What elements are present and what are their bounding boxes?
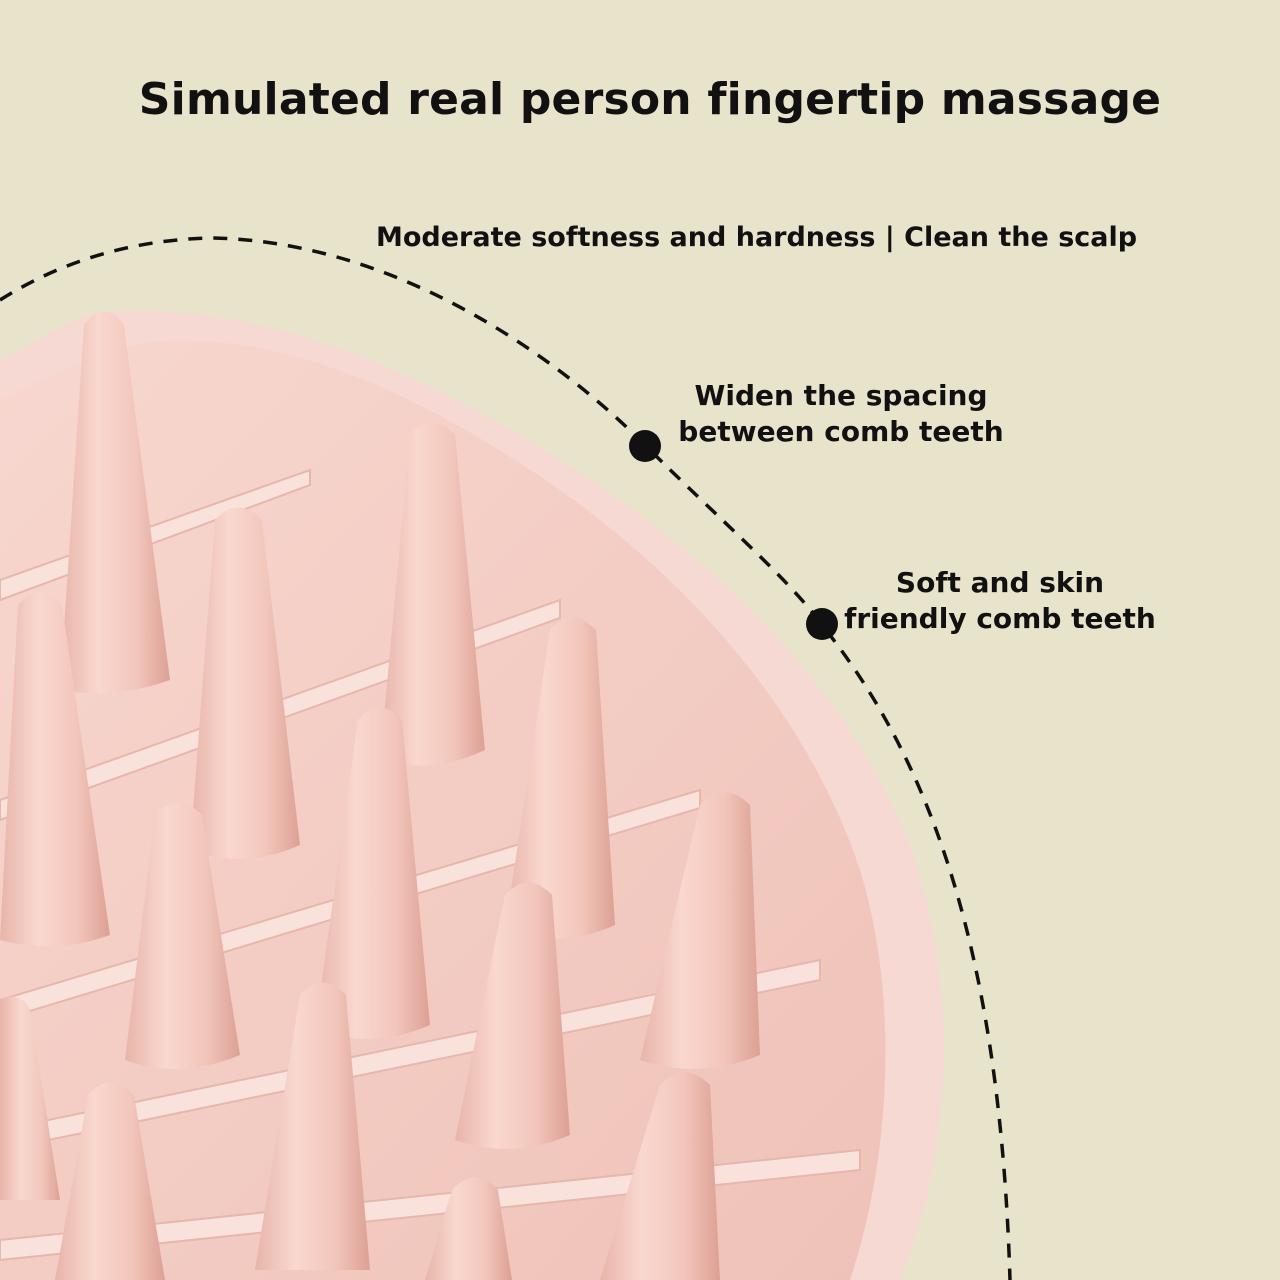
comb-tooth [425, 1177, 512, 1280]
comb-tooth [190, 507, 300, 859]
callout-dot-spacing [629, 430, 661, 462]
comb-tooth [640, 792, 760, 1069]
comb-tooth [0, 996, 60, 1200]
headline: Simulated real person fingertip massage [138, 74, 1162, 125]
comb-tooth [0, 592, 110, 947]
subheadline: Moderate softness and hardness | Clean t… [376, 222, 1138, 253]
callout-line: Soft and skin [895, 566, 1105, 599]
callout-soft-teeth: Soft and skin friendly comb teeth [830, 565, 1170, 637]
comb-tooth [55, 1082, 165, 1280]
comb-tooth [315, 707, 430, 1039]
comb-tooth [125, 802, 240, 1069]
callout-spacing: Widen the spacing between comb teeth [666, 378, 1016, 450]
comb-tooth [60, 311, 170, 694]
comb-tooth [380, 422, 485, 766]
callout-line: friendly comb teeth [844, 602, 1156, 635]
dashed-guide-line [0, 236, 1012, 1280]
callout-line: Widen the spacing [694, 379, 988, 412]
callout-line: between comb teeth [678, 415, 1004, 448]
comb-tooth [255, 982, 370, 1270]
callout-dot-soft-teeth [806, 608, 838, 640]
comb-tooth [505, 617, 615, 939]
comb-tooth [600, 1072, 720, 1280]
comb-teeth [0, 311, 760, 1280]
comb-tooth [455, 882, 570, 1149]
